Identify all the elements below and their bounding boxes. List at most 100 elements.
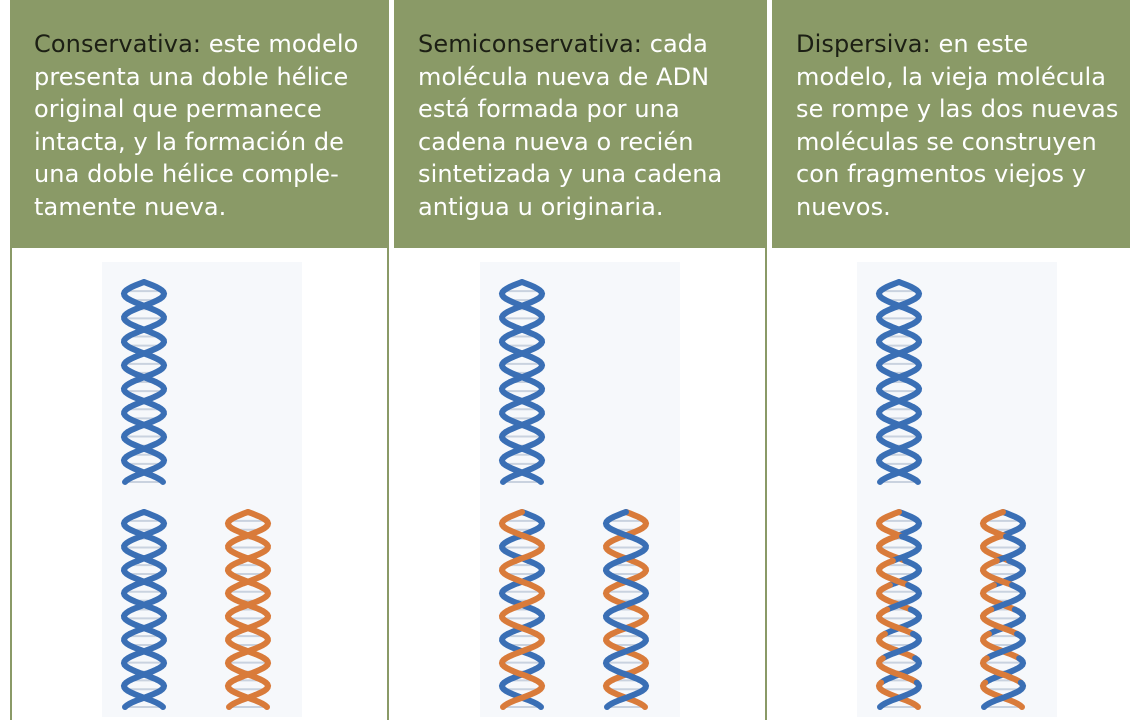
diagram-conservative xyxy=(98,262,308,722)
dna-strand-segment xyxy=(501,429,546,460)
dna-strand-segment xyxy=(875,429,920,460)
dna-strand-segment xyxy=(121,533,154,564)
column-border xyxy=(765,0,767,720)
description-conservative: este modelo presenta una doble hélice or… xyxy=(34,30,359,221)
dna-strand-segment xyxy=(225,533,258,564)
dna-strand-segment xyxy=(875,679,921,710)
dna-strand-segment xyxy=(608,606,650,637)
dna-strand-segment xyxy=(498,606,540,637)
dna-strand-segment xyxy=(605,655,650,686)
dna-strand-segment xyxy=(122,454,168,485)
dna-strand-segment xyxy=(884,354,923,385)
dna-strand-segment xyxy=(129,354,168,385)
dna-strand-segment xyxy=(498,329,535,360)
dna-strand-segment xyxy=(979,606,1021,637)
dna-strand-segment xyxy=(616,533,649,564)
daughter-helix-right xyxy=(602,509,650,710)
header-dispersive: Dispersiva: en este modelo, la vieja mol… xyxy=(772,0,1130,248)
dna-strand-segment xyxy=(889,533,922,564)
dna-strand-segment xyxy=(224,606,266,637)
dna-strand-segment xyxy=(120,606,162,637)
dna-strand-segment xyxy=(875,557,912,589)
dna-strand-segment xyxy=(120,279,151,310)
term-dispersive: Dispersiva: xyxy=(796,30,931,58)
dna-strand-segment xyxy=(988,582,1027,613)
dna-strand-segment xyxy=(875,655,920,686)
dna-strand-segment xyxy=(602,509,633,540)
daughter-helix-right xyxy=(224,509,272,710)
dna-strand-segment xyxy=(498,509,529,540)
dna-strand-segment xyxy=(982,655,1027,686)
dna-diagram-dispersive xyxy=(857,262,1057,717)
parent-helix xyxy=(875,279,923,485)
dna-strand-segment xyxy=(120,429,165,460)
dna-strand-segment xyxy=(619,509,650,540)
dna-strand-segment xyxy=(602,606,644,637)
dna-strand-segment xyxy=(979,655,1024,686)
dna-strand-segment xyxy=(121,404,164,435)
dna-strand-segment xyxy=(875,454,921,485)
dna-strand-segment xyxy=(224,679,270,710)
dna-strand-segment xyxy=(603,630,646,662)
dna-strand-segment xyxy=(500,454,546,485)
dna-strand-segment xyxy=(979,557,1016,589)
dna-strand-segment xyxy=(120,329,157,360)
dna-strand-segment xyxy=(124,630,167,662)
dna-strand-segment xyxy=(498,557,535,589)
dna-strand-segment xyxy=(980,630,1023,662)
dna-strand-segment xyxy=(604,679,650,710)
dna-strand-segment xyxy=(879,404,922,435)
dna-strand-segment xyxy=(501,655,546,686)
dna-strand-segment xyxy=(985,606,1027,637)
daughter-helix-left xyxy=(498,509,546,710)
replication-models-table: Conservativa: este modelo presenta una d… xyxy=(10,0,1130,724)
dna-strand-segment xyxy=(225,630,268,662)
dna-strand-segment xyxy=(979,679,1025,710)
diagram-dispersive xyxy=(853,262,1063,722)
dna-strand-segment xyxy=(120,655,165,686)
dna-diagram-conservative xyxy=(102,262,302,717)
dna-strand-segment xyxy=(512,304,545,335)
dna-strand-segment xyxy=(137,279,168,310)
dna-strand-segment xyxy=(515,279,546,310)
description-dispersive: en este modelo, la vieja molécula se rom… xyxy=(796,30,1119,221)
dna-strand-segment xyxy=(120,557,157,589)
dna-strand-segment xyxy=(498,429,543,460)
dna-strand-segment xyxy=(875,329,912,360)
term-conservative: Conservativa: xyxy=(34,30,202,58)
dna-strand-segment xyxy=(228,630,271,662)
dna-strand-segment xyxy=(123,429,168,460)
dna-strand-segment xyxy=(878,655,923,686)
dna-strand-segment xyxy=(892,279,923,310)
column-border xyxy=(387,0,389,720)
dna-strand-segment xyxy=(507,354,546,385)
dna-strand-segment xyxy=(889,304,922,335)
parent-helix xyxy=(120,279,168,485)
dna-strand-segment xyxy=(502,630,545,662)
description-semiconservative: cada molécula nueva de ADN está formada … xyxy=(418,30,723,221)
dna-strand-segment xyxy=(603,533,636,564)
dna-strand-segment xyxy=(121,630,164,662)
term-semiconservative: Semiconservativa: xyxy=(418,30,642,58)
dna-strand-segment xyxy=(500,679,546,710)
dna-strand-segment xyxy=(124,404,167,435)
header-divider xyxy=(388,0,394,248)
daughter-helix-left xyxy=(875,509,923,710)
dna-strand-segment xyxy=(134,304,167,335)
dna-strand-segment xyxy=(611,582,650,613)
dna-strand-segment xyxy=(502,404,545,435)
dna-strand-segment xyxy=(129,582,168,613)
dna-strand-segment xyxy=(224,655,269,686)
dna-strand-segment xyxy=(120,509,151,540)
dna-strand-segment xyxy=(134,533,167,564)
dna-strand-segment xyxy=(876,304,909,335)
dna-strand-segment xyxy=(499,533,532,564)
dna-strand-segment xyxy=(504,379,546,410)
dna-strand-segment xyxy=(602,679,648,710)
dna-strand-segment xyxy=(230,606,272,637)
dna-strand-segment xyxy=(881,379,923,410)
dna-strand-segment xyxy=(606,630,649,662)
dna-strand-segment xyxy=(238,533,271,564)
dna-strand-segment xyxy=(123,655,168,686)
dna-strand-segment xyxy=(499,630,542,662)
